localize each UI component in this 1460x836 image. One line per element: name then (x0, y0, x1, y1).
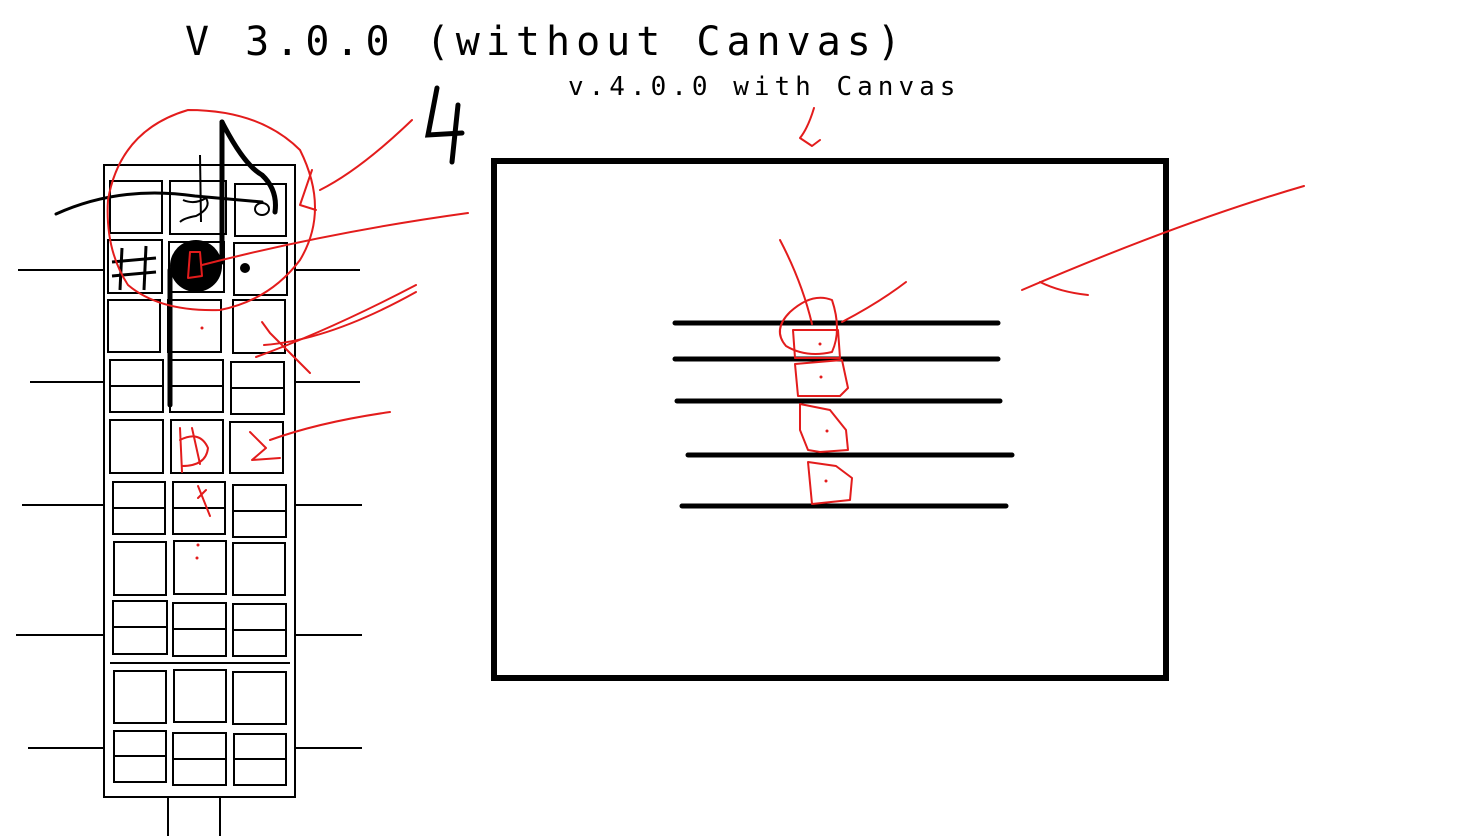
grid-cell[interactable] (107, 299, 161, 353)
note-head-icon (170, 240, 222, 292)
v3-staff-ticks (16, 269, 362, 836)
grid-cell[interactable] (109, 419, 164, 474)
grid-cell[interactable] (109, 180, 163, 234)
v3-red-dots (195, 326, 204, 560)
v3-grid (103, 164, 296, 798)
v3-title: V 3.0.0 (without Canvas) (185, 19, 907, 65)
canvas-frame (491, 158, 1169, 681)
grid-cell[interactable] (232, 671, 287, 725)
grid-cell[interactable] (113, 541, 167, 596)
v4-red-dots (818, 342, 829, 483)
grid-cell[interactable] (232, 542, 286, 596)
eighth-note-icon (54, 119, 278, 408)
v4-canvas[interactable] (491, 158, 1169, 681)
v4-title: v.4.0.0 with Canvas (568, 72, 960, 102)
grid-cell[interactable] (113, 670, 167, 724)
grid-cell[interactable] (234, 183, 287, 237)
grid-cell[interactable] (107, 239, 163, 294)
small-whole-note-icon (254, 202, 270, 216)
natural-sign-icon (179, 154, 209, 223)
grid-cell[interactable] (173, 669, 227, 723)
note-value-label (424, 85, 465, 165)
sharp-icon (111, 245, 157, 291)
grid-cell[interactable] (229, 421, 284, 474)
grid-cell[interactable] (169, 180, 227, 235)
grid-cell[interactable] (173, 540, 227, 595)
v4-annotations (779, 107, 1305, 505)
grid-cell[interactable] (170, 419, 224, 474)
dot-icon (240, 263, 250, 273)
grid-cell[interactable] (232, 299, 286, 354)
selection-box-icon (792, 329, 841, 359)
v3-annotations (106, 109, 469, 517)
